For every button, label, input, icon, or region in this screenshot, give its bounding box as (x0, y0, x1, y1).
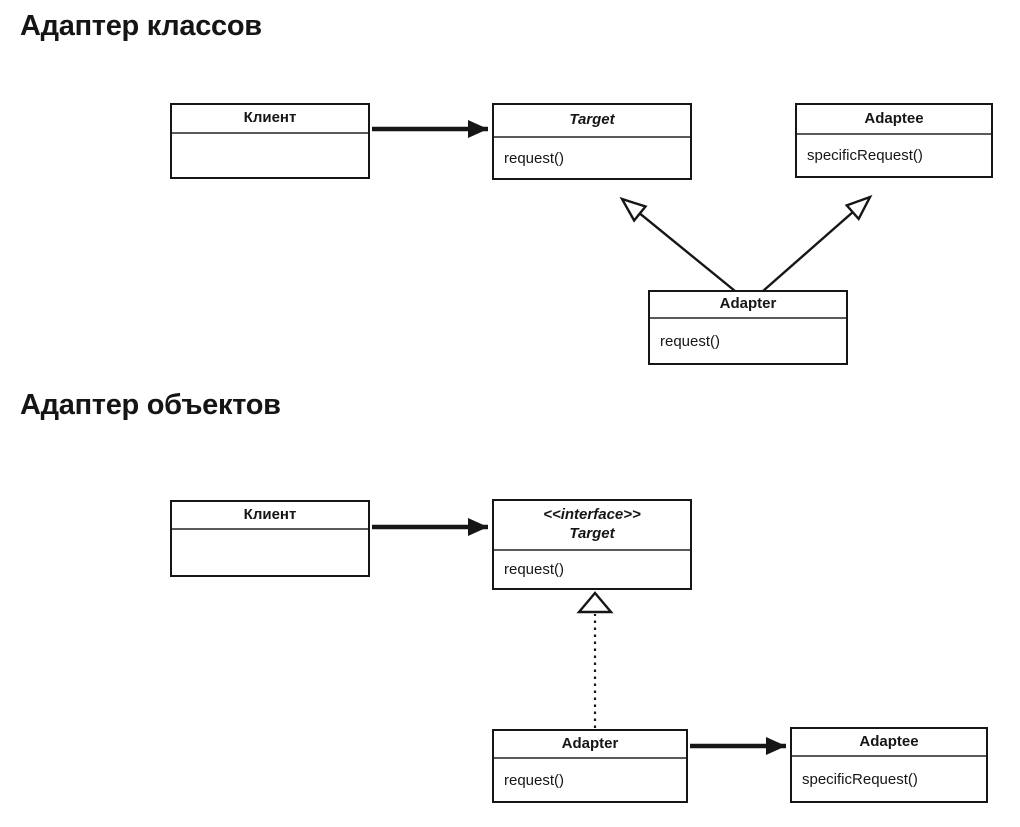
method-label: request() (660, 332, 721, 350)
realization-triangle-head (576, 591, 614, 614)
class-methods-client-1 (172, 134, 368, 177)
class-name-adapter-2: Adapter (494, 731, 686, 759)
generalization-arrow-adapter-to-adaptee (762, 194, 873, 292)
class-name-adapter-1: Adapter (650, 292, 846, 319)
class-name-label: Target (569, 525, 615, 542)
generalization-arrow-adapter-to-target (619, 196, 736, 292)
method-label: request() (504, 771, 565, 789)
class-name-interface-target-2: <<interface>> Target (494, 501, 690, 551)
method-label: specificRequest() (807, 147, 923, 164)
section-title-class-adapter: Адаптер классов (20, 10, 262, 42)
class-methods-adaptee-2: specificRequest() (792, 757, 986, 801)
section-title-object-adapter: Адаптер объектов (20, 389, 281, 421)
class-name-client-1: Клиент (172, 105, 368, 134)
class-box-adapter-2: Adapter request() (492, 729, 688, 803)
class-name-client-2: Клиент (172, 502, 368, 530)
stereotype-label: <<interface>> (543, 506, 641, 524)
class-box-adapter-1: Adapter request() (648, 290, 848, 365)
class-box-client-2: Клиент (170, 500, 370, 577)
class-box-adaptee-1: Adaptee specificRequest() (795, 103, 993, 178)
class-methods-client-2 (172, 530, 368, 575)
class-box-target-1: Target request() (492, 103, 692, 180)
method-label: specificRequest() (802, 770, 918, 788)
method-label: request() (504, 561, 565, 578)
class-methods-adaptee-1: specificRequest() (797, 135, 991, 176)
class-methods-interface-target-2: request() (494, 551, 690, 588)
class-name-target-1: Target (494, 105, 690, 138)
class-methods-target-1: request() (494, 138, 690, 178)
class-methods-adapter-2: request() (494, 759, 686, 801)
method-label: request() (504, 149, 565, 167)
class-box-client-1: Клиент (170, 103, 370, 179)
class-name-adaptee-2: Adaptee (792, 729, 986, 757)
class-methods-adapter-1: request() (650, 319, 846, 363)
class-name-adaptee-1: Adaptee (797, 105, 991, 135)
class-box-interface-target-2: <<interface>> Target request() (492, 499, 692, 590)
class-box-adaptee-2: Adaptee specificRequest() (790, 727, 988, 803)
